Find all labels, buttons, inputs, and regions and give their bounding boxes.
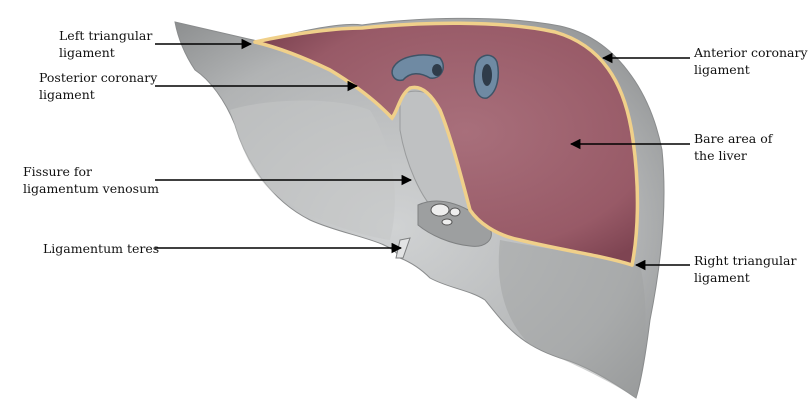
label-right-triangular-ligament: Right triangular ligament: [694, 253, 797, 285]
label-anterior-coronary-ligament: Anterior coronary ligament: [694, 45, 808, 77]
label-left-triangular-ligament: Left triangular ligament: [59, 28, 153, 60]
label-fissure-ligamentum-venosum: Fissure for ligamentum venosum: [23, 164, 160, 196]
coronary-ligament-line: [253, 21, 640, 267]
posterior-ligament-line: [253, 40, 634, 267]
portal-structures: [430, 203, 461, 226]
label-ligamentum-teres: Ligamentum teres: [43, 241, 160, 256]
label-bare-area: Bare area of the liver: [694, 131, 773, 163]
left-lobe-shade: [230, 100, 395, 240]
label-posterior-coronary-ligament: Posterior coronary ligament: [39, 70, 158, 102]
right-lobe-shade: [498, 240, 646, 398]
hepatic-veins: [391, 54, 499, 99]
bare-area: [255, 23, 638, 266]
